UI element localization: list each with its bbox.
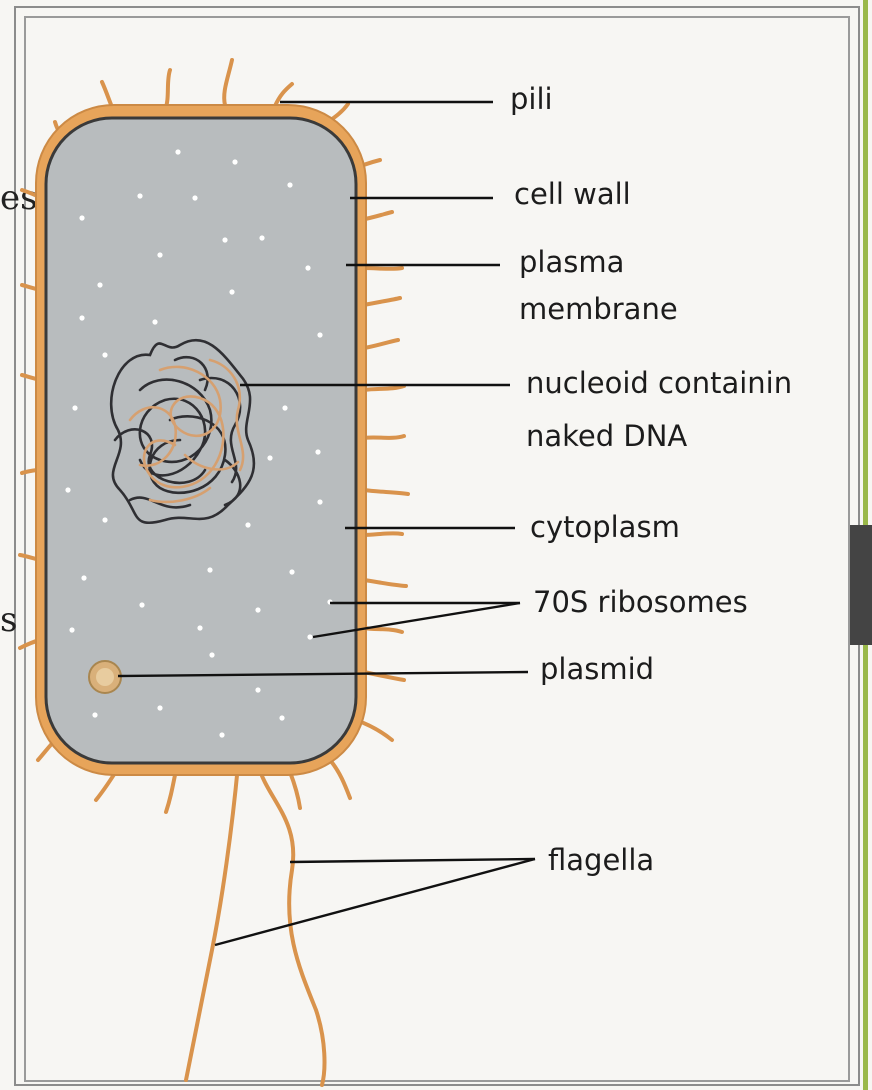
label-ribosomes: 70S ribosomes xyxy=(533,585,748,619)
ribosome-dot xyxy=(232,159,237,164)
pilus xyxy=(330,760,350,798)
pilus xyxy=(364,298,400,305)
ribosome-dot xyxy=(279,715,284,720)
ribosome-dot xyxy=(219,732,224,737)
label-membrane: membrane xyxy=(519,292,678,326)
ribosome-dot xyxy=(259,235,264,240)
ribosome-dot xyxy=(97,282,102,287)
pilus xyxy=(364,580,406,586)
label-naked-dna: naked DNA xyxy=(526,419,687,453)
label-cell-wall: cell wall xyxy=(514,177,631,211)
ribosome-dot xyxy=(79,215,84,220)
ribosome-dot xyxy=(255,607,260,612)
leader-flagellum-1 xyxy=(290,859,535,862)
ribosome-dot xyxy=(209,652,214,657)
ribosome-dot xyxy=(289,569,294,574)
ribosome-dot xyxy=(267,455,272,460)
ribosome-dot xyxy=(317,332,322,337)
pilus xyxy=(364,268,402,269)
ribosome-dot xyxy=(137,193,142,198)
label-cytoplasm: cytoplasm xyxy=(530,510,680,544)
ribosome-dot xyxy=(305,265,310,270)
ribosome-dot xyxy=(69,627,74,632)
ribosome-dot xyxy=(207,567,212,572)
ribosome-dot xyxy=(102,517,107,522)
ribosome-dot xyxy=(255,687,260,692)
ribosome-dot xyxy=(152,319,157,324)
label-flagella: flagella xyxy=(548,843,654,877)
ribosome-dot xyxy=(65,487,70,492)
ribosome-dot xyxy=(197,625,202,630)
ribosome-dot xyxy=(315,449,320,454)
pilus xyxy=(364,533,402,535)
ribosome-dot xyxy=(192,195,197,200)
label-plasma: plasma xyxy=(519,245,624,279)
ribosome-dot xyxy=(102,352,107,357)
ribosome-dot xyxy=(72,405,77,410)
label-pili: pili xyxy=(510,82,553,116)
ribosome-dot xyxy=(222,237,227,242)
pilus xyxy=(364,386,404,390)
pilus xyxy=(224,60,232,105)
pilus xyxy=(364,436,404,438)
ribosome-dot xyxy=(157,252,162,257)
label-plasmid: plasmid xyxy=(540,652,654,686)
ribosome-dot xyxy=(282,405,287,410)
flagellum-left xyxy=(186,765,238,1080)
ribosome-dot xyxy=(229,289,234,294)
ribosome-dot xyxy=(81,575,86,580)
leader-flagellum-2 xyxy=(215,859,535,945)
ribosome-dot xyxy=(287,182,292,187)
label-nucleoid: nucleoid containin xyxy=(526,366,792,400)
plasmid-shape xyxy=(89,661,121,693)
ribosome-dot xyxy=(317,499,322,504)
ribosome-dot xyxy=(92,712,97,717)
flagella-group xyxy=(186,765,324,1085)
ribosome-dot xyxy=(307,634,312,639)
pilus xyxy=(166,775,175,812)
ribosome-dot xyxy=(175,149,180,154)
pilus xyxy=(290,772,300,808)
pilus xyxy=(364,340,398,348)
ribosome-dot xyxy=(157,705,162,710)
ribosome-dot xyxy=(139,602,144,607)
ribosome-dot xyxy=(245,522,250,527)
ribosome-dot xyxy=(79,315,84,320)
pilus xyxy=(364,490,408,494)
